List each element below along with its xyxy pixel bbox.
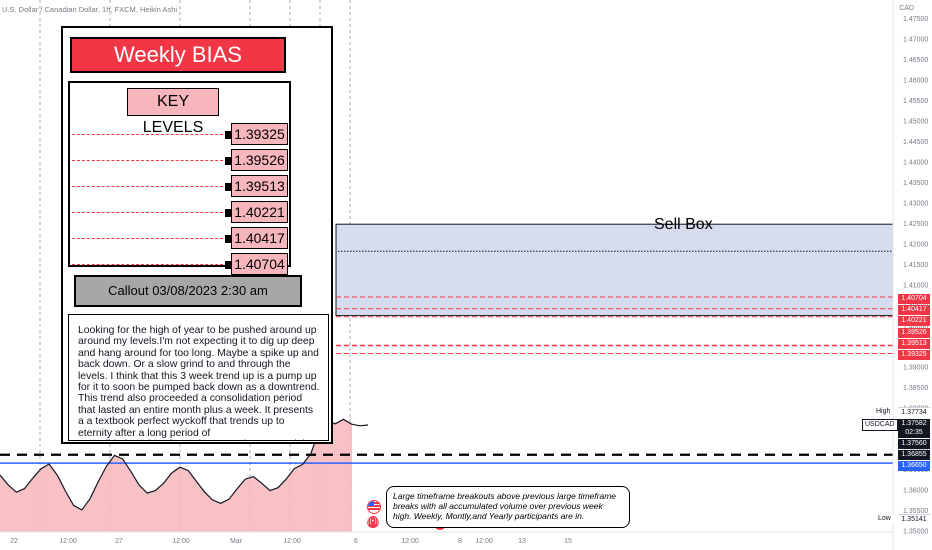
x-tick-label: 15: [564, 538, 572, 545]
price-tag: 1.37560: [898, 439, 930, 449]
breakout-annotation: Large timeframe breakouts above previous…: [386, 486, 630, 528]
price-tag-level: 1.39325: [898, 350, 930, 360]
price-tag-level: 1.40704: [898, 294, 930, 304]
y-tick-label: 1.35500: [903, 508, 928, 515]
x-tick-label: 12:00: [401, 538, 419, 545]
level-label: 1.40417: [231, 227, 288, 249]
y-tick-label: 1.41000: [903, 282, 928, 289]
y-tick-label: 1.41500: [903, 262, 928, 269]
x-tick-label: 12:00: [172, 538, 190, 545]
x-tick-label: Mar: [230, 538, 243, 545]
y-tick-label: 1.38500: [903, 385, 928, 392]
sell-box-label: Sell Box: [654, 216, 713, 233]
countdown-tag: 02:35: [898, 428, 930, 438]
level-row: 1.40704: [70, 253, 289, 277]
level-label: 1.40221: [231, 201, 288, 223]
y-tick-label: 1.47500: [903, 16, 928, 23]
y-tick-label: 1.43500: [903, 180, 928, 187]
y-tick-label: 1.42500: [903, 221, 928, 228]
symbol-tag: USDCAD: [862, 419, 898, 431]
x-tick-label: 12:00: [475, 538, 493, 545]
level-row: 1.39325: [70, 123, 289, 147]
y-tick-label: 1.39000: [903, 364, 928, 371]
analysis-notes: Looking for the high of year to be pushe…: [68, 314, 329, 441]
y-tick-label: 1.46000: [903, 77, 928, 84]
weekly-bias-title: Weekly BIAS: [70, 37, 286, 73]
x-tick-label: 13: [518, 538, 526, 545]
level-row: 1.40417: [70, 227, 289, 251]
x-axis: 22 12:00 27 12:00 Mar 12:00 6 12:00 8 12:00 13 15: [0, 531, 893, 545]
sell-box[interactable]: [335, 223, 894, 317]
price-line: [0, 418, 369, 511]
x-tick-label: 27: [115, 538, 123, 545]
y-tick-label: 1.40000: [903, 323, 928, 330]
level-label: 1.39513: [231, 175, 288, 197]
y-tick-label: 1.47000: [903, 36, 928, 43]
y-tick-label: 1.43000: [903, 200, 928, 207]
x-tick-label: 8: [458, 538, 462, 545]
price-tag-level: 1.40417: [898, 305, 930, 315]
y-tick-label: 1.35000: [903, 528, 928, 535]
y-tick-label: 1.45500: [903, 98, 928, 105]
y-tick-label: 1.44000: [903, 159, 928, 166]
price-tag-level: 1.40221: [898, 316, 930, 326]
x-tick-label: 22: [10, 538, 18, 545]
price-tag-level: 1.39526: [898, 328, 930, 338]
key-levels-box: KEY LEVELS 1.39325 1.39526 1.39513 1.402…: [68, 81, 291, 275]
key-levels-title: KEY LEVELS: [127, 88, 219, 136]
y-tick-label: 1.46500: [903, 57, 928, 64]
y-tick-label: 1.44500: [903, 139, 928, 146]
low-label: Low: [875, 514, 894, 524]
high-value-tag: 1.37734: [898, 407, 930, 418]
y-tick-label: 1.45000: [903, 118, 928, 125]
level-row: 1.39526: [70, 149, 289, 173]
currency-label: CAD: [899, 5, 914, 12]
chart-header: U.S. Dollar / Canadian Dollar, 1h, FXCM,…: [2, 5, 178, 14]
high-label: High: [873, 407, 894, 417]
last-price-tag: 1.37582: [898, 419, 930, 429]
x-tick-label: 12:00: [59, 538, 77, 545]
y-tick-label: 1.37000: [903, 446, 928, 453]
us-flag-icon[interactable]: [367, 500, 381, 514]
price-tag-level: 1.39513: [898, 339, 930, 349]
bias-panel[interactable]: Weekly BIAS KEY LEVELS 1.39325 1.39526 1…: [61, 26, 333, 444]
level-lines: [336, 296, 893, 355]
y-tick-label: 1.36000: [903, 487, 928, 494]
y-tick-label: 1.42000: [903, 241, 928, 248]
callout-box: Callout 03/08/2023 2:30 am: [74, 275, 302, 307]
low-value-tag: 1.35141: [898, 514, 930, 525]
x-tick-label: 12:00: [283, 538, 301, 545]
level-label: 1.39526: [231, 149, 288, 171]
level-label: 1.39325: [231, 123, 288, 145]
level-row: 1.40221: [70, 201, 289, 225]
lower-shaded-area: [0, 419, 352, 532]
price-tag: 1.36855: [898, 450, 930, 460]
x-tick-label: 6: [354, 538, 358, 545]
price-tag-blue: 1.36650: [898, 461, 930, 471]
level-label: 1.40704: [231, 253, 288, 275]
level-row: 1.39513: [70, 175, 289, 199]
event-signal-icon[interactable]: ((•)): [367, 516, 379, 528]
